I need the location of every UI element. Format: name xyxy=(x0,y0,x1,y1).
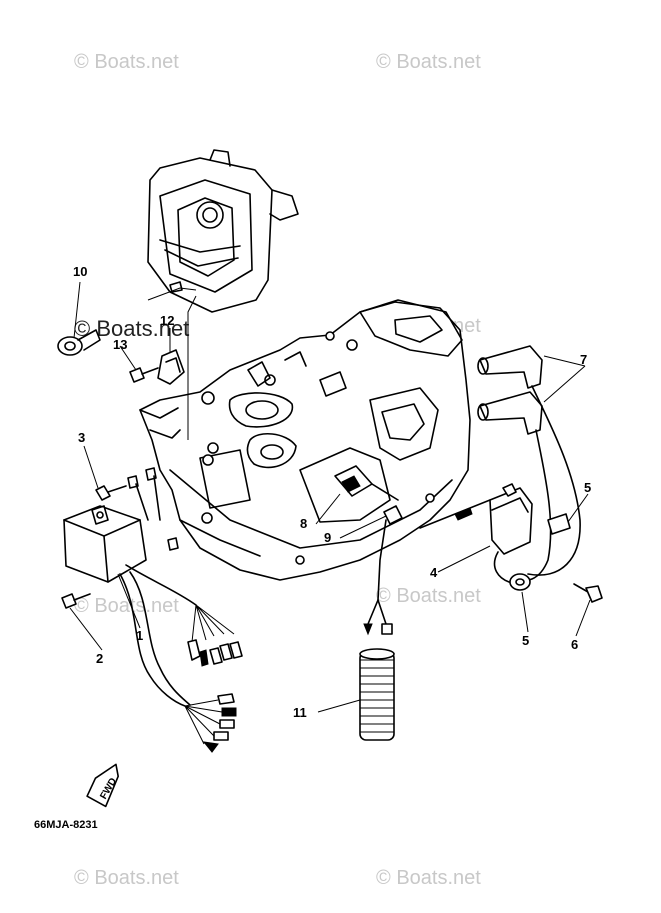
clamp-part-5-upper xyxy=(547,513,571,535)
callout-2: 2 xyxy=(96,651,103,666)
callout-12: 12 xyxy=(160,313,174,328)
callout-9: 9 xyxy=(324,530,331,545)
callouts: 10 12 13 3 2 1 8 9 7 5 4 5 6 11 xyxy=(73,264,591,720)
bolt-part-13 xyxy=(129,367,159,383)
svg-text:© Boats.net: © Boats.net xyxy=(376,867,481,889)
callout-5-lower: 5 xyxy=(522,633,529,648)
drawing-code: 66MJA-8231 xyxy=(34,819,98,831)
top-cover xyxy=(147,149,299,313)
watermarks: © Boats.net © Boats.net © Boats.net © Bo… xyxy=(74,51,481,889)
leader-lines xyxy=(69,281,591,713)
bracket-part-12 xyxy=(157,349,185,385)
plug-caps-part-7 xyxy=(477,345,543,435)
svg-text:© Boats.net: © Boats.net xyxy=(74,867,179,889)
grommet-part-10 xyxy=(57,329,101,356)
wire-leads-lower xyxy=(184,693,237,753)
small-terminals xyxy=(127,467,179,551)
callout-8: 8 xyxy=(300,516,307,531)
bolt-part-6 xyxy=(573,583,603,603)
callout-13: 13 xyxy=(113,337,127,352)
fwd-arrow: FWD xyxy=(86,763,119,808)
lead-wire-part-9 xyxy=(363,505,403,636)
callout-5-upper: 5 xyxy=(584,480,591,495)
callout-10: 10 xyxy=(73,264,87,279)
cdi-unit-part-1 xyxy=(63,505,197,707)
sensor-part-8 xyxy=(334,465,399,501)
callout-3: 3 xyxy=(78,430,85,445)
harness-sheath-part-11 xyxy=(359,648,395,741)
engine-block xyxy=(139,299,471,581)
svg-text:© Boats.net: © Boats.net xyxy=(376,51,481,73)
svg-text:© Boats.net: © Boats.net xyxy=(74,51,179,73)
clamp-part-5-lower xyxy=(509,573,531,591)
ignition-coil-part-4 xyxy=(419,483,533,585)
callout-6: 6 xyxy=(571,637,578,652)
callout-1: 1 xyxy=(136,628,143,643)
svg-text:© Boats.net: © Boats.net xyxy=(74,595,179,617)
svg-text:© Boats.net: © Boats.net xyxy=(376,585,481,607)
callout-7: 7 xyxy=(580,352,587,367)
bolt-part-2 xyxy=(61,593,91,609)
callout-4: 4 xyxy=(430,565,438,580)
bolt-part-3 xyxy=(95,485,127,501)
callout-11: 11 xyxy=(293,705,307,720)
wire-leads-upper xyxy=(187,604,243,667)
